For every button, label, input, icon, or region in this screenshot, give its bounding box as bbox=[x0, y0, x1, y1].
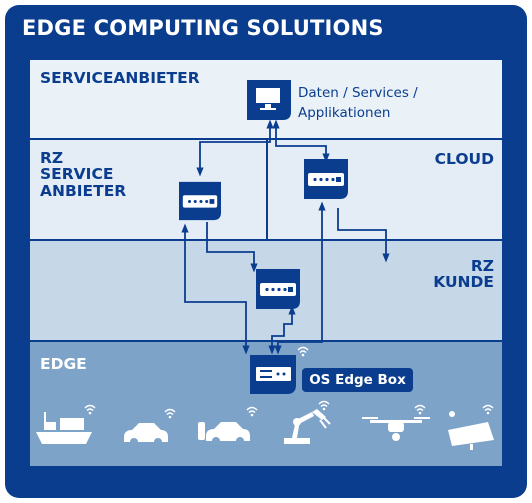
layer-label-line: RZ bbox=[470, 257, 494, 275]
monitor-icon bbox=[247, 80, 291, 120]
electric-car-icon bbox=[198, 406, 258, 445]
car-icon bbox=[124, 408, 176, 446]
drone-icon bbox=[362, 404, 430, 441]
layer-label-line: ANBIETER bbox=[40, 181, 127, 200]
layer-label-rz-service-provider: RZ SERVICE ANBIETER bbox=[40, 150, 180, 199]
robot-arm-icon bbox=[284, 400, 331, 444]
server-icon bbox=[179, 181, 221, 221]
edge-box-icon bbox=[250, 346, 309, 394]
ship-icon bbox=[36, 404, 96, 444]
layer-label-rz-customer: RZ KUNDE bbox=[433, 258, 494, 291]
edge-box-label: OS Edge Box bbox=[302, 368, 413, 392]
server-icon bbox=[256, 269, 300, 309]
data-services-line: Applikationen bbox=[298, 104, 391, 121]
server-icon bbox=[304, 159, 348, 199]
layer-label-edge: EDGE bbox=[40, 355, 87, 373]
data-services-line: Daten / Services / bbox=[298, 85, 418, 101]
device-row bbox=[36, 400, 494, 450]
layer-label-line: SERVICE bbox=[40, 165, 114, 184]
connections bbox=[181, 119, 390, 355]
solar-panel-icon bbox=[448, 404, 494, 450]
layer-label-cloud: CLOUD bbox=[434, 150, 494, 168]
page-title: EDGE COMPUTING SOLUTIONS bbox=[22, 16, 384, 40]
layer-label-line: KUNDE bbox=[433, 273, 494, 292]
layer-label-service-provider: SERVICEANBIETER bbox=[40, 69, 200, 87]
data-services-label: Daten / Services / Applikationen bbox=[298, 84, 418, 123]
layer-label-line: RZ bbox=[40, 149, 64, 167]
